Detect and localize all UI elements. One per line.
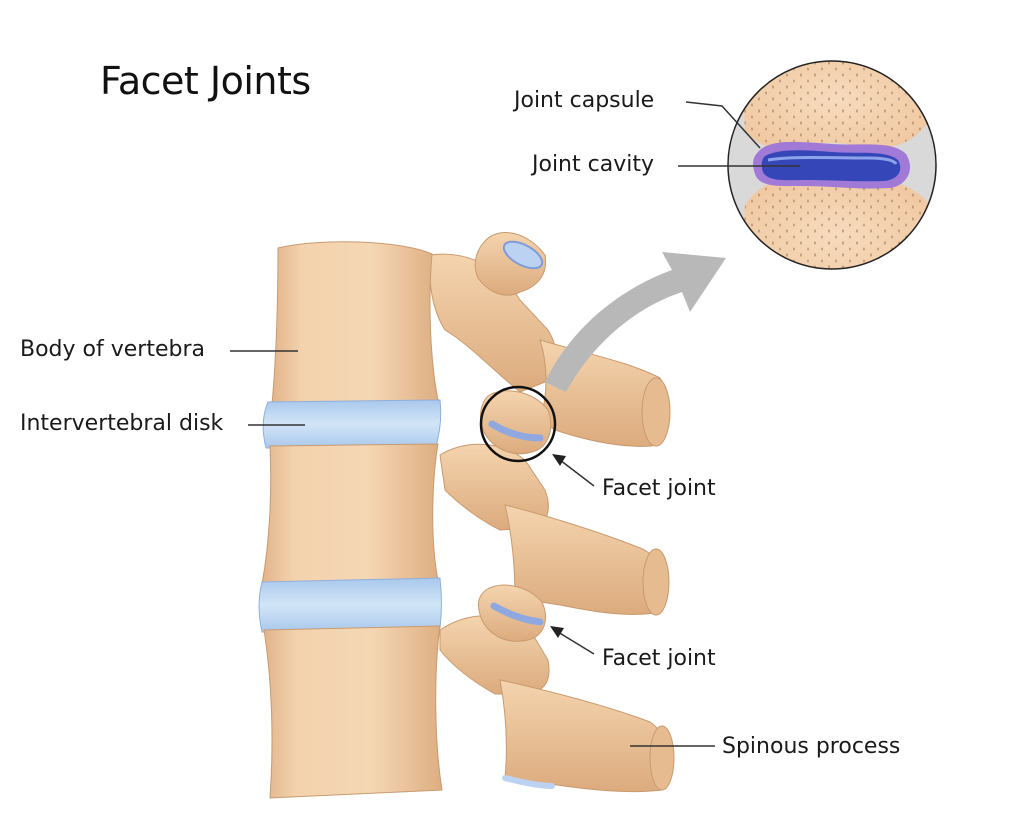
upper-spinous-tip: [641, 377, 671, 447]
facet-joint-highlight-circle: [479, 385, 557, 463]
vertebral-column: [258, 241, 443, 799]
middle-lamina: [439, 443, 549, 531]
zoom-arrow: [545, 252, 726, 392]
posterior-elements: [429, 232, 675, 793]
intervertebral-disk-bottom: [258, 577, 442, 633]
leader-lines: [230, 101, 800, 747]
vertebra-body-bottom: [263, 625, 443, 799]
joint-inset: [727, 60, 937, 270]
lower-facet-cartilage: [490, 602, 544, 626]
lower-spinous-tip: [649, 725, 675, 791]
diagram-title: Facet Joints: [100, 59, 311, 103]
leader-facet-joint-upper: [559, 459, 595, 487]
label-facet-joint-lower: Facet joint: [602, 646, 716, 671]
label-joint-cavity: Joint cavity: [532, 152, 654, 177]
vertebra-body-top: [271, 241, 439, 405]
leader-joint-capsule: [685, 101, 761, 149]
upper-facet-cartilage: [488, 420, 544, 442]
leader-facet-joint-lower: [557, 631, 595, 655]
label-joint-capsule: Joint capsule: [514, 88, 655, 113]
label-spinous-process: Spinous process: [722, 734, 901, 759]
label-body-of-vertebra: Body of vertebra: [20, 337, 205, 362]
intervertebral-disk-top: [262, 399, 442, 449]
arrowhead-facet-upper: [552, 454, 566, 466]
arrowhead-facet-lower: [550, 626, 564, 638]
upper-cartilage: [502, 240, 544, 270]
label-facet-joint-upper: Facet joint: [602, 476, 716, 501]
lower-spinous-process: [499, 679, 670, 793]
middle-spinous-tip: [642, 548, 670, 616]
label-intervertebral-disk: Intervertebral disk: [20, 411, 224, 436]
vertebra-body-middle: [261, 443, 439, 585]
